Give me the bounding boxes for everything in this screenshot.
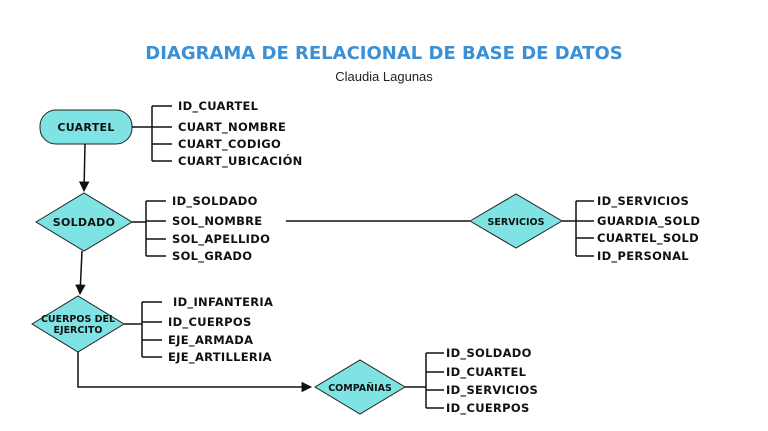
companias-entity-label: COMPAÑIAS [328,383,392,394]
companias-attr-bracket [405,352,444,409]
arrow-soldado-cuerpos [75,250,86,296]
servicios-attr-bracket [562,200,594,257]
servicios-attr-personal: ID_PERSONAL [597,249,689,264]
companias-attr-cuerpos: ID_CUERPOS [446,401,530,416]
cuerpos-entity-label-line2: EJERCITO [54,325,103,336]
cuartel-attr-codigo: CUART_CODIGO [178,137,281,152]
companias-attr-servicios: ID_SERVICIOS [446,383,538,398]
servicios-attr-id: ID_SERVICIOS [597,194,689,209]
soldado-attr-nombre: SOL_NOMBRE [172,214,262,229]
cuartel-attr-ubicacion: CUART_UBICACIÓN [178,153,303,169]
companias-attr-cuartel: ID_CUARTEL [446,365,527,380]
diagram-author: Claudia Lagunas [335,69,433,84]
cuerpos-entity-label-line1: CUERPOS DEL [41,314,115,325]
cuerpos-attr-bracket [124,301,162,358]
diagram-title: DIAGRAMA DE RELACIONAL DE BASE DE DATOS [145,43,623,64]
cuartel-attr-id: ID_CUARTEL [178,99,259,114]
soldado-attr-id: ID_SOLDADO [172,194,258,209]
arrow-cuartel-soldado [78,143,90,193]
servicios-attr-cuartel: CUARTEL_SOLD [597,231,699,246]
arrow-cuerpos-companias [77,352,313,393]
cuerpos-attr-infanteria: ID_INFANTERIA [173,295,273,310]
cuartel-attr-nombre: CUART_NOMBRE [178,120,286,135]
cuerpos-attr-armada: EJE_ARMADA [168,333,253,348]
soldado-attr-grado: SOL_GRADO [172,249,252,264]
cuartel-entity-label: CUARTEL [57,121,114,134]
servicios-entity-label: SERVICIOS [488,217,545,228]
cuerpos-attr-id: ID_CUERPOS [168,315,252,330]
servicios-attr-guardia: GUARDIA_SOLD [597,214,700,229]
soldado-entity-label: SOLDADO [53,216,116,229]
companias-attr-soldado: ID_SOLDADO [446,346,532,361]
cuerpos-attr-artilleria: EJE_ARTILLERIA [168,350,272,365]
cuartel-attr-bracket [132,105,172,162]
soldado-attr-bracket [132,200,166,257]
soldado-attr-apellido: SOL_APELLIDO [172,232,270,247]
